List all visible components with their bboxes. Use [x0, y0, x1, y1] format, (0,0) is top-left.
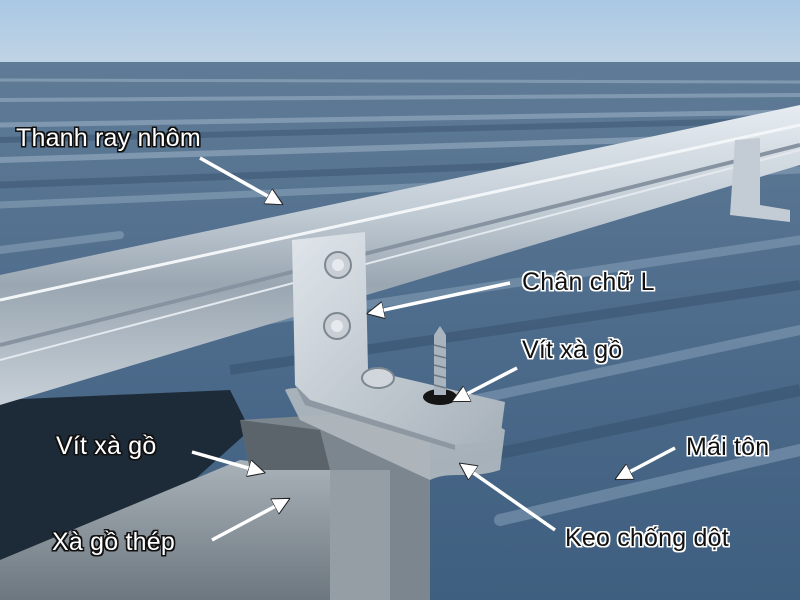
- washer: [423, 389, 457, 405]
- label-steel-purlin: Xà gồ thép: [52, 528, 175, 556]
- sky: [0, 0, 800, 70]
- label-roof-sheet: Mái tôn: [686, 433, 770, 461]
- label-l-bracket: Chân chữ L: [522, 268, 655, 296]
- purlin-screw: [434, 335, 446, 395]
- hex-bolt: [361, 367, 395, 389]
- annotation-arrows: [191, 156, 676, 542]
- steel-purlin: [0, 460, 330, 600]
- label-aluminium-rail: Thanh ray nhôm: [16, 124, 201, 152]
- label-sealant: Keo chống dột: [565, 524, 729, 552]
- far-l-bracket: [730, 138, 790, 222]
- label-purlin-screw-left: Vít xà gồ: [56, 432, 157, 460]
- label-purlin-screw-top: Vít xà gồ: [522, 336, 623, 364]
